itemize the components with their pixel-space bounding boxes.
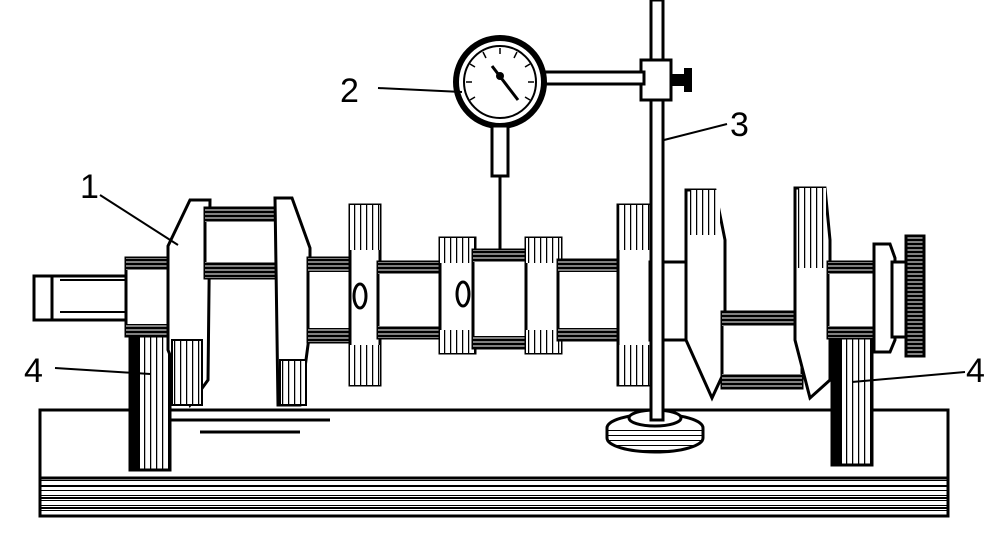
dial-indicator [453, 35, 646, 250]
leader-lines [54, 87, 966, 383]
label-v-block-right: 4 [966, 352, 985, 390]
indicator-stand [605, 0, 705, 454]
v-block-left [128, 328, 172, 472]
v-block-right [830, 323, 874, 467]
label-crankshaft: 1 [80, 168, 99, 206]
callout-labels: 1 2 3 4 4 [24, 72, 985, 390]
crankshaft [32, 186, 926, 409]
base-plate [38, 408, 950, 518]
label-v-block-left: 4 [24, 352, 43, 390]
label-dial-indicator: 2 [340, 72, 359, 110]
label-indicator-stand: 3 [730, 106, 749, 144]
